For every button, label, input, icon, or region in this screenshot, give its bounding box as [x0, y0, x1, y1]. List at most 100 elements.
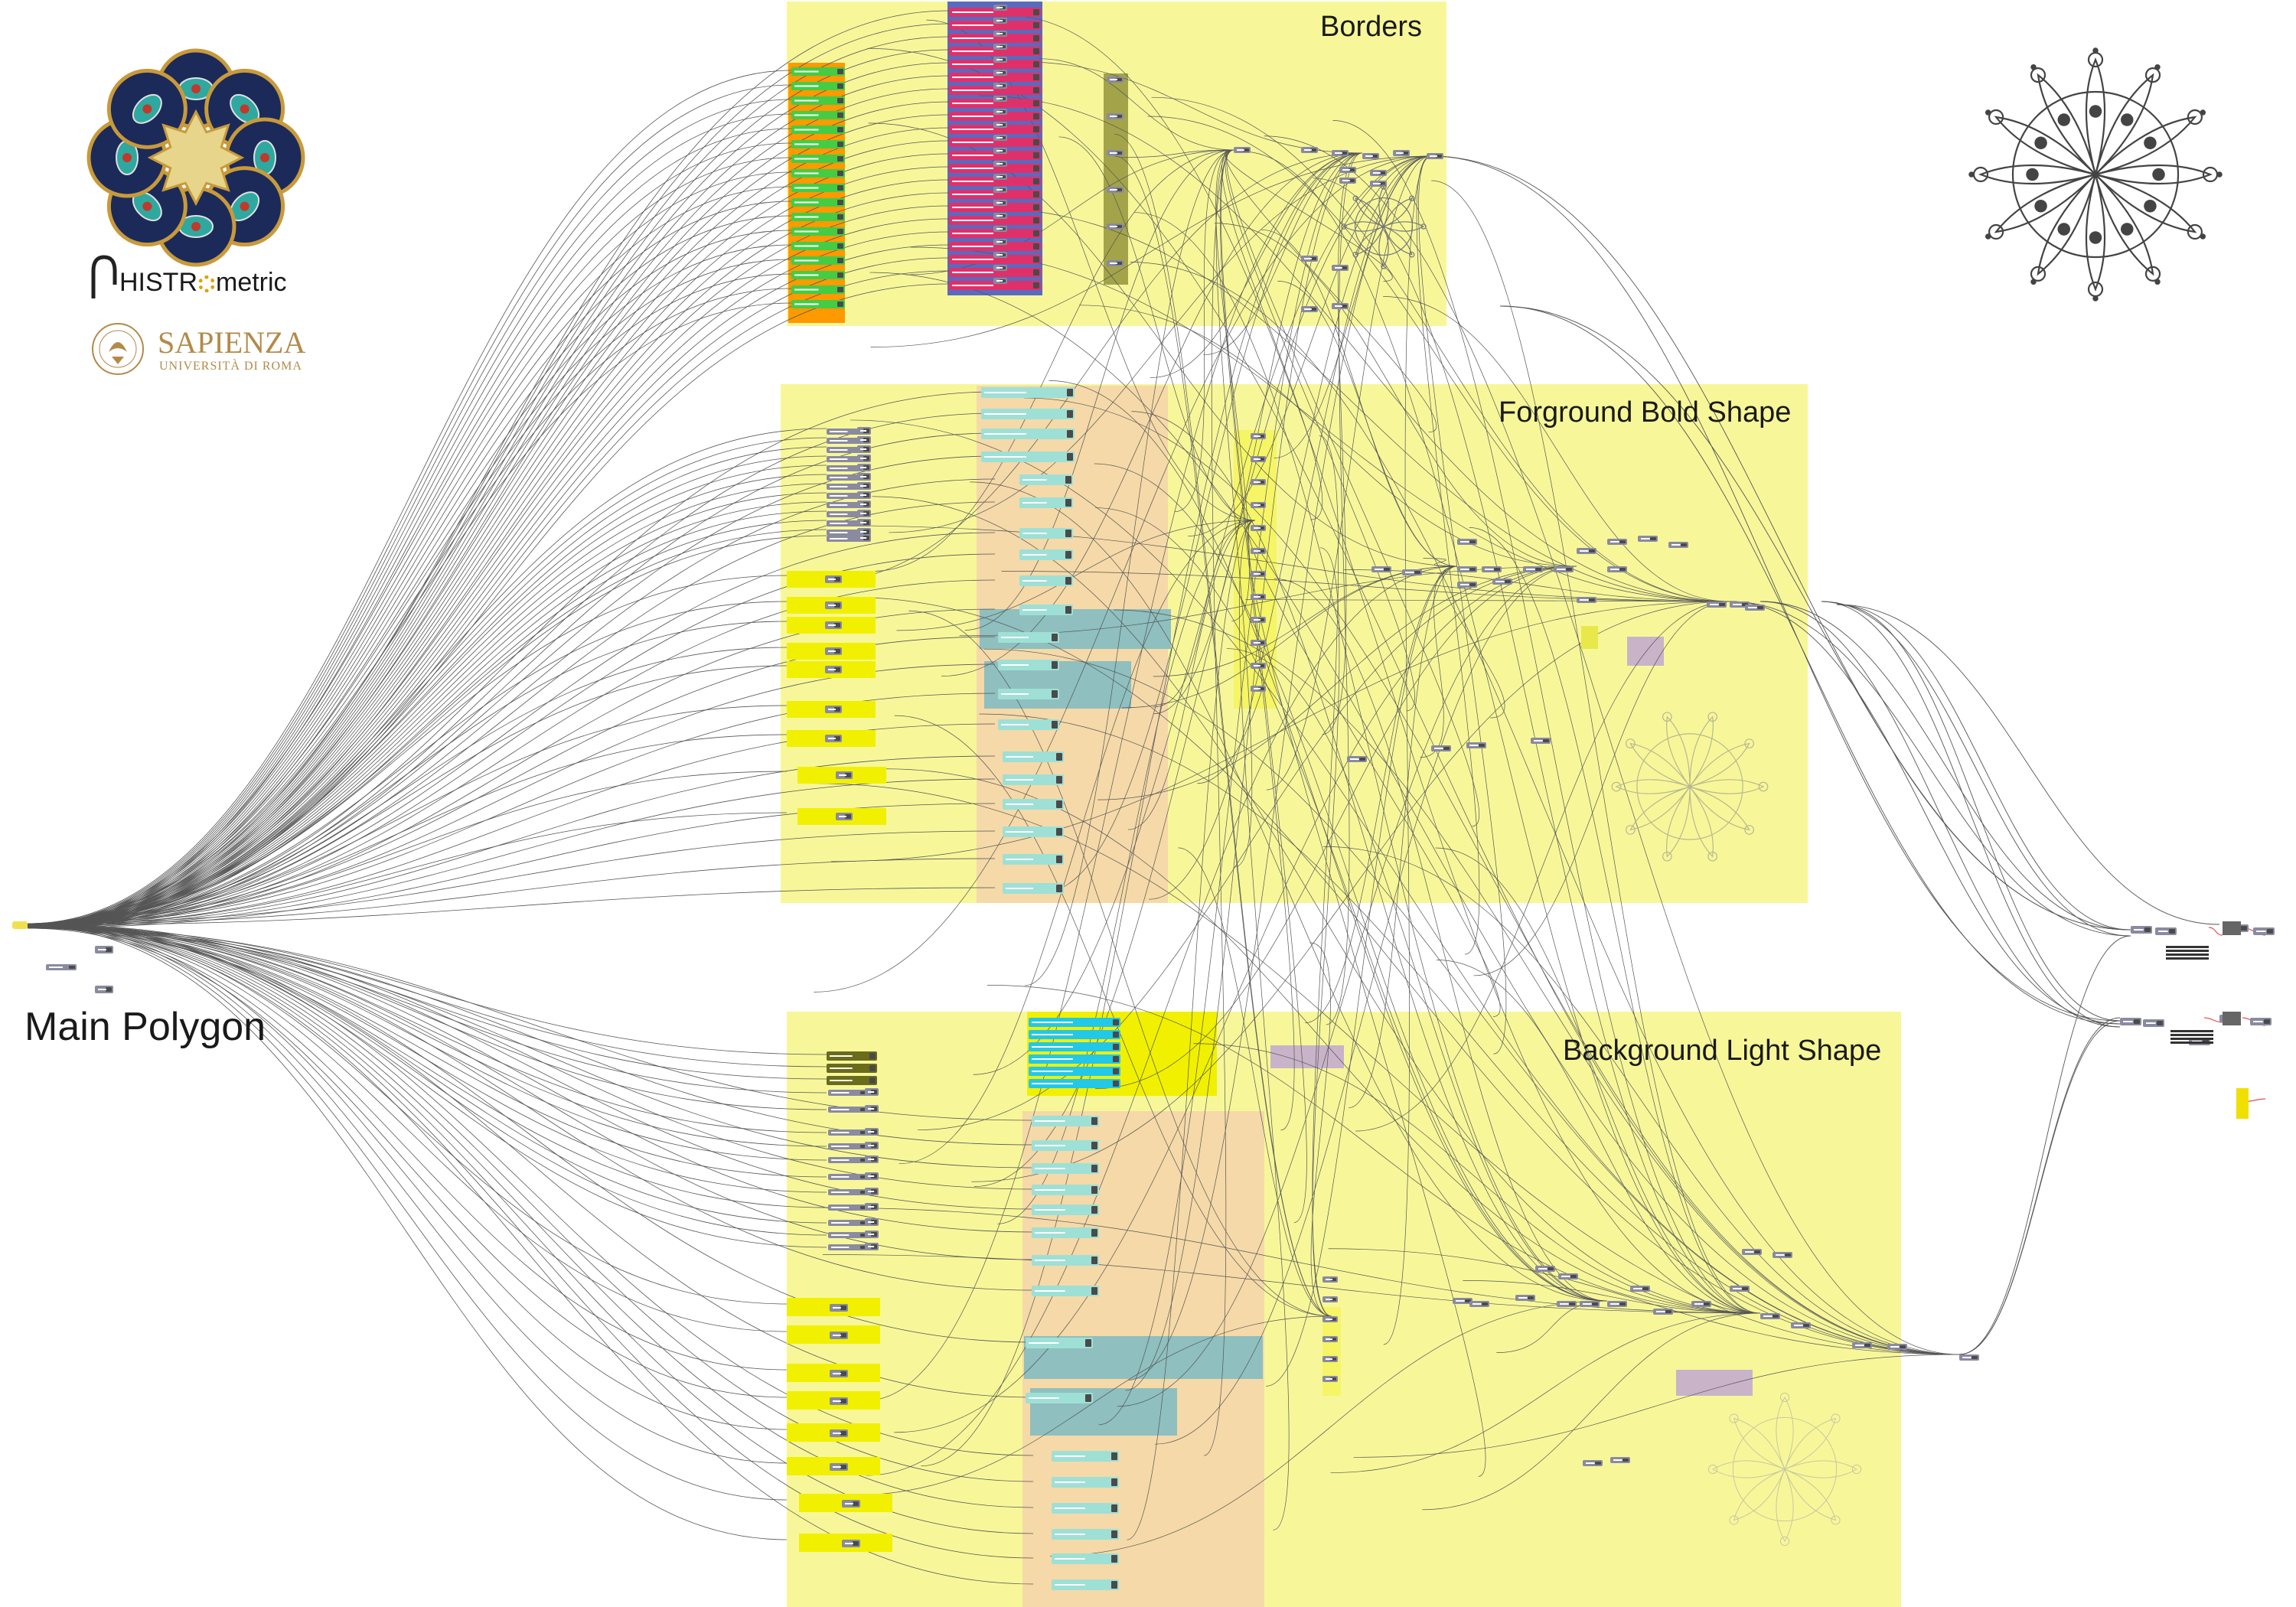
input-node[interactable]: [828, 1129, 868, 1136]
cyan-node[interactable]: [1052, 1503, 1119, 1514]
cyan-slider-node[interactable]: [1029, 1067, 1120, 1076]
slider-node-body[interactable]: [949, 190, 1041, 199]
subgroup-purple[interactable]: [1270, 1045, 1344, 1068]
cyan-node[interactable]: [1019, 605, 1073, 615]
component-node[interactable]: [1610, 1457, 1630, 1463]
output-node[interactable]: [2143, 1019, 2164, 1027]
cyan-node[interactable]: [1032, 1163, 1099, 1174]
cyan-node[interactable]: [998, 660, 1059, 670]
component-node[interactable]: [1492, 579, 1512, 585]
component-node[interactable]: [1339, 167, 1356, 173]
slider-node[interactable]: [949, 255, 1041, 264]
component-node[interactable]: [1393, 150, 1410, 156]
slider-node[interactable]: [791, 111, 845, 119]
cyan-node[interactable]: [981, 387, 1075, 398]
slider-node-body[interactable]: [949, 229, 1041, 238]
input-node[interactable]: [828, 1189, 868, 1195]
cyan-node-body[interactable]: [1052, 1529, 1119, 1540]
component-node[interactable]: [1583, 1460, 1603, 1466]
component-node[interactable]: [865, 1128, 879, 1136]
component-node[interactable]: [1730, 1286, 1750, 1292]
component-node[interactable]: [993, 109, 1007, 115]
cyan-slider-node[interactable]: [1029, 1042, 1120, 1051]
cyan-node-body[interactable]: [981, 451, 1075, 462]
cyan-node-body[interactable]: [1052, 1503, 1119, 1514]
component-node[interactable]: [993, 44, 1007, 50]
dark-olive-node[interactable]: [827, 1051, 877, 1061]
cyan-node[interactable]: [1019, 575, 1073, 586]
component-node[interactable]: [1371, 566, 1391, 572]
component-node[interactable]: [1577, 597, 1596, 603]
component-node[interactable]: [1251, 525, 1266, 531]
slider-node[interactable]: [791, 125, 845, 134]
cyan-node[interactable]: [1019, 497, 1073, 508]
slider-node-body[interactable]: [949, 164, 1041, 173]
component-node[interactable]: [1332, 265, 1349, 271]
slider-node[interactable]: [949, 86, 1041, 95]
component-node[interactable]: [993, 31, 1007, 37]
component-node[interactable]: [993, 239, 1007, 245]
component-node[interactable]: [993, 96, 1007, 102]
slider-node[interactable]: [949, 268, 1041, 277]
slider-node-body[interactable]: [949, 177, 1041, 186]
slider-node[interactable]: [791, 198, 845, 207]
component-node[interactable]: [1301, 147, 1318, 153]
output-node[interactable]: [2250, 1018, 2272, 1025]
component-node[interactable]: [1887, 1344, 1907, 1350]
cyan-node[interactable]: [1026, 1393, 1093, 1403]
component-node[interactable]: [857, 510, 871, 517]
component-node[interactable]: [1457, 582, 1477, 588]
component-node[interactable]: [842, 1540, 860, 1547]
component-node[interactable]: [865, 1231, 879, 1238]
slider-node[interactable]: [791, 184, 845, 192]
component-node[interactable]: [993, 213, 1007, 219]
component-node[interactable]: [857, 528, 871, 536]
cyan-node[interactable]: [1003, 826, 1064, 837]
input-node[interactable]: [828, 1232, 868, 1238]
component-node[interactable]: [865, 1203, 879, 1211]
component-node[interactable]: [857, 455, 871, 462]
slider-node-body[interactable]: [949, 203, 1041, 212]
component-node[interactable]: [1607, 1301, 1627, 1307]
component-node[interactable]: [830, 1304, 848, 1312]
component-node[interactable]: [825, 601, 842, 609]
component-node[interactable]: [1322, 1356, 1338, 1362]
cyan-slider-node-body[interactable]: [1029, 1067, 1120, 1076]
component-node[interactable]: [825, 621, 842, 629]
cyan-node[interactable]: [1019, 474, 1073, 485]
component-node[interactable]: [1251, 548, 1266, 554]
cyan-node[interactable]: [981, 429, 1075, 439]
cyan-slider-node[interactable]: [1029, 1054, 1120, 1064]
component-node[interactable]: [825, 647, 842, 655]
cyan-node-body[interactable]: [1032, 1227, 1099, 1238]
component-node[interactable]: [1742, 1249, 1762, 1255]
slider-node[interactable]: [791, 96, 845, 105]
component-node[interactable]: [1531, 738, 1551, 744]
component-node[interactable]: [857, 519, 871, 526]
cyan-node[interactable]: [981, 409, 1075, 419]
component-node[interactable]: [830, 1370, 848, 1377]
panel-node[interactable]: [1581, 626, 1598, 649]
slider-node-body[interactable]: [949, 73, 1041, 82]
component-node[interactable]: [1251, 502, 1266, 508]
component-node[interactable]: [857, 427, 871, 435]
slider-node[interactable]: [949, 125, 1041, 134]
component-node[interactable]: [1251, 594, 1266, 600]
input-node[interactable]: [828, 1220, 868, 1226]
component-node[interactable]: [1638, 536, 1658, 542]
component-node[interactable]: [993, 278, 1007, 284]
slider-node[interactable]: [949, 138, 1041, 147]
component-node[interactable]: [1466, 742, 1486, 748]
component-node[interactable]: [1577, 548, 1596, 554]
cyan-node[interactable]: [1019, 549, 1073, 560]
slider-node-body[interactable]: [949, 255, 1041, 264]
component-node[interactable]: [1558, 1273, 1578, 1279]
slider-node-body[interactable]: [949, 8, 1041, 17]
cyan-node[interactable]: [1032, 1286, 1099, 1296]
cyan-node-body[interactable]: [1026, 1393, 1093, 1403]
component-node[interactable]: [1347, 756, 1367, 762]
component-node[interactable]: [1707, 601, 1727, 608]
component-node[interactable]: [1653, 1309, 1673, 1315]
cyan-node-body[interactable]: [1052, 1451, 1119, 1462]
slider-node-body[interactable]: [949, 21, 1041, 30]
